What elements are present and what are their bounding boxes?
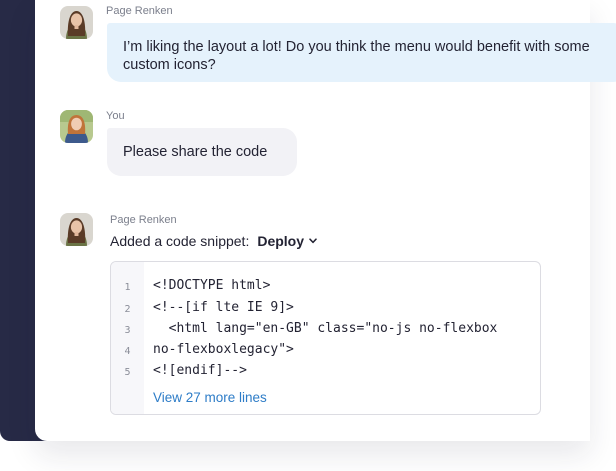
code-snippet: 1 2 3 4 5 <!DOCTYPE html> <!--[if lte IE… — [110, 261, 541, 415]
line-number: 4 — [124, 346, 131, 357]
snippet-name-dropdown[interactable]: Deploy — [257, 233, 317, 249]
code-line: <!--[if lte IE 9]> — [153, 300, 294, 315]
snippet-caption: Added a code snippet: Deploy — [110, 233, 317, 249]
sender-name: You — [106, 110, 125, 122]
line-number-gutter — [111, 262, 144, 414]
sender-name: Page Renken — [110, 214, 177, 226]
code-line: <!DOCTYPE html> — [153, 278, 271, 293]
chevron-down-icon — [309, 238, 317, 244]
code-line: <html lang="en-GB" class="no-js no-flexb… — [153, 321, 498, 336]
code-line: <![endif]--> — [153, 363, 247, 378]
sender-name: Page Renken — [106, 5, 173, 17]
message-bubble: Please share the code — [107, 128, 297, 176]
line-number: 1 — [124, 282, 131, 293]
snippet-caption-text: Added a code snippet: — [110, 233, 250, 249]
snippet-name: Deploy — [257, 233, 305, 249]
avatar-you[interactable] — [60, 110, 93, 143]
avatar-page-renken[interactable] — [60, 6, 93, 39]
line-number: 2 — [124, 304, 131, 315]
avatar-page-renken[interactable] — [60, 213, 93, 246]
view-more-lines-link[interactable]: View 27 more lines — [153, 390, 267, 405]
line-number: 3 — [124, 325, 131, 336]
message-text: Please share the code — [123, 144, 268, 160]
code-line: no-flexboxlegacy"> — [153, 342, 294, 357]
message-bubble: I’m liking the layout a lot! Do you thin… — [107, 23, 616, 82]
line-number: 5 — [124, 367, 131, 378]
message-text-line: custom icons? — [123, 57, 216, 73]
message-text-line: I’m liking the layout a lot! Do you thin… — [123, 39, 590, 55]
